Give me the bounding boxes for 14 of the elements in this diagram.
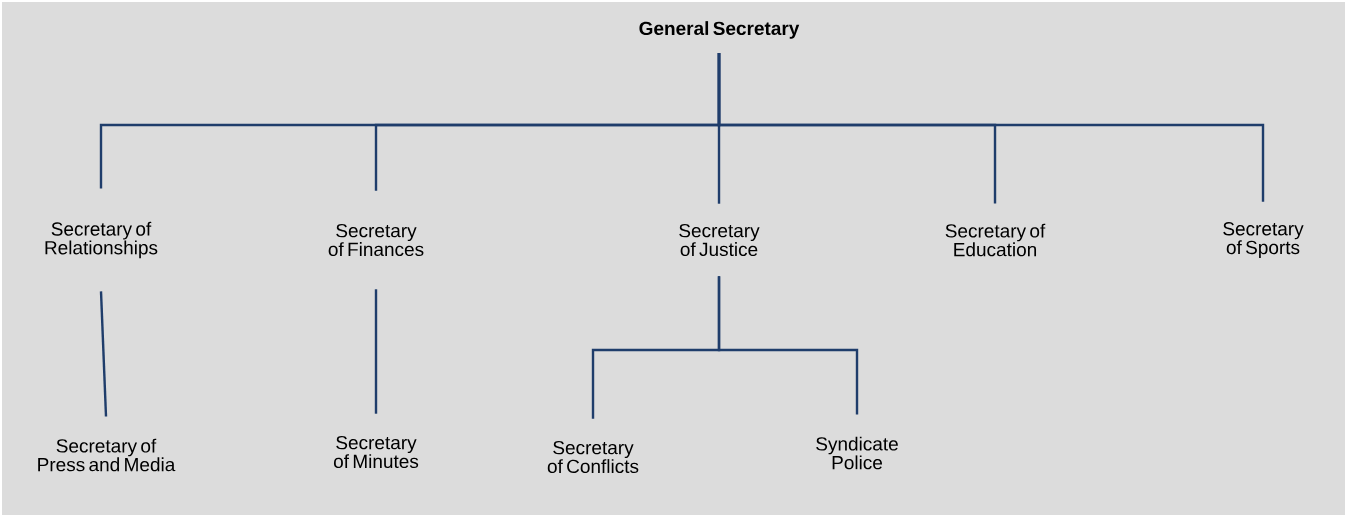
position-label: Syndicate Police [816, 436, 898, 470]
position-label: Secretary of Press and Media [38, 438, 176, 472]
position-label: Secretary of Minutes [333, 435, 419, 469]
position-label: Secretary of Relationships [45, 221, 158, 259]
connector-line [99, 291, 108, 417]
position-label: Secretary of Conflicts [547, 440, 639, 474]
connector-line [717, 276, 859, 415]
position-label: Secretary of Finances [328, 223, 424, 257]
connector-line [374, 289, 378, 414]
position-label: Secretary of Education [945, 223, 1046, 257]
title-text: General Secretary [639, 21, 800, 39]
connector-line [717, 53, 1265, 202]
position-label: Secretary of Sports [1223, 222, 1304, 258]
position-label: Secretary of Justice [679, 223, 760, 257]
